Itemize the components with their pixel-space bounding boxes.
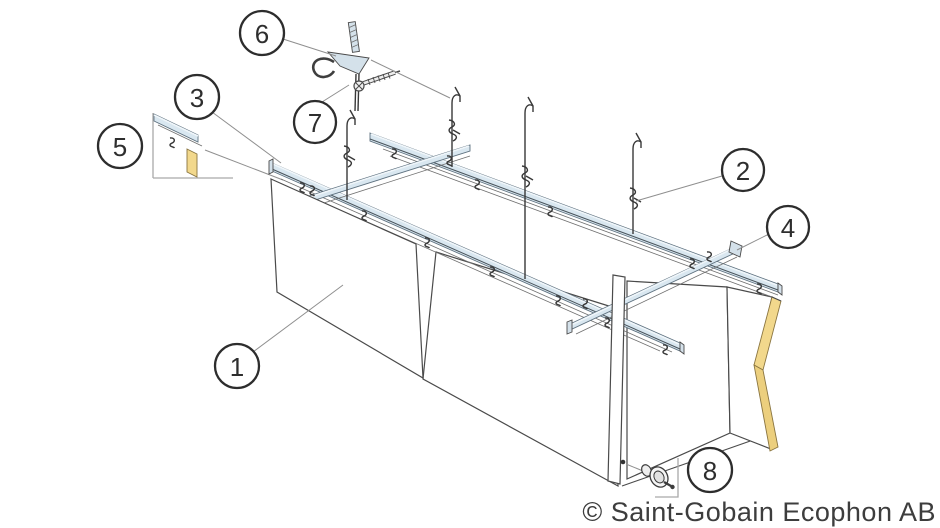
wool-edge-lower <box>753 364 779 452</box>
copyright-text: © Saint-Gobain Ecophon AB <box>582 497 936 527</box>
callouts: 1 2 3 4 5 6 7 8 <box>96 9 811 494</box>
svg-text:4: 4 <box>781 213 795 243</box>
leader-3 <box>211 111 282 164</box>
leader-6 <box>282 38 337 57</box>
svg-text:7: 7 <box>308 108 322 138</box>
callout-3: 3 <box>173 73 221 121</box>
hanger-wire <box>448 86 461 167</box>
callout-2: 2 <box>720 147 766 193</box>
edge-on-baffle <box>607 274 626 485</box>
panel-edge-wool <box>186 148 198 178</box>
connector-icon <box>641 464 675 490</box>
hook-icon <box>311 57 336 79</box>
baffle-panel-2 <box>422 251 619 488</box>
leader-1 <box>252 284 344 353</box>
svg-text:5: 5 <box>113 132 127 162</box>
detail-inset-rail-panel <box>152 113 233 179</box>
leader-2 <box>635 175 723 202</box>
svg-text:1: 1 <box>230 352 244 382</box>
panel-clip-icon <box>169 137 176 149</box>
callout-1: 1 <box>213 342 261 390</box>
leader-7 <box>321 84 350 103</box>
detail-ceiling-bracket <box>311 21 401 112</box>
svg-text:3: 3 <box>190 83 204 113</box>
callout-8: 8 <box>686 446 734 494</box>
callout-5: 5 <box>96 122 144 170</box>
svg-text:2: 2 <box>736 156 750 186</box>
callout-7: 7 <box>292 99 338 145</box>
screw-icon <box>353 70 401 92</box>
hanger-wires <box>343 86 642 279</box>
leader-4 <box>736 233 770 251</box>
hanger-wire <box>629 132 642 234</box>
baffle-panel-1 <box>270 178 424 380</box>
connector-hole <box>620 459 626 465</box>
callout-4: 4 <box>765 204 811 250</box>
svg-text:6: 6 <box>255 19 269 49</box>
hanger-wire <box>521 96 534 279</box>
detail-panel-connector <box>625 458 679 498</box>
hanger-wire <box>343 109 356 200</box>
callout-6: 6 <box>238 9 286 57</box>
svg-text:8: 8 <box>703 456 717 486</box>
cross-rail-end-cap <box>728 240 743 258</box>
grid-rails <box>268 132 783 356</box>
